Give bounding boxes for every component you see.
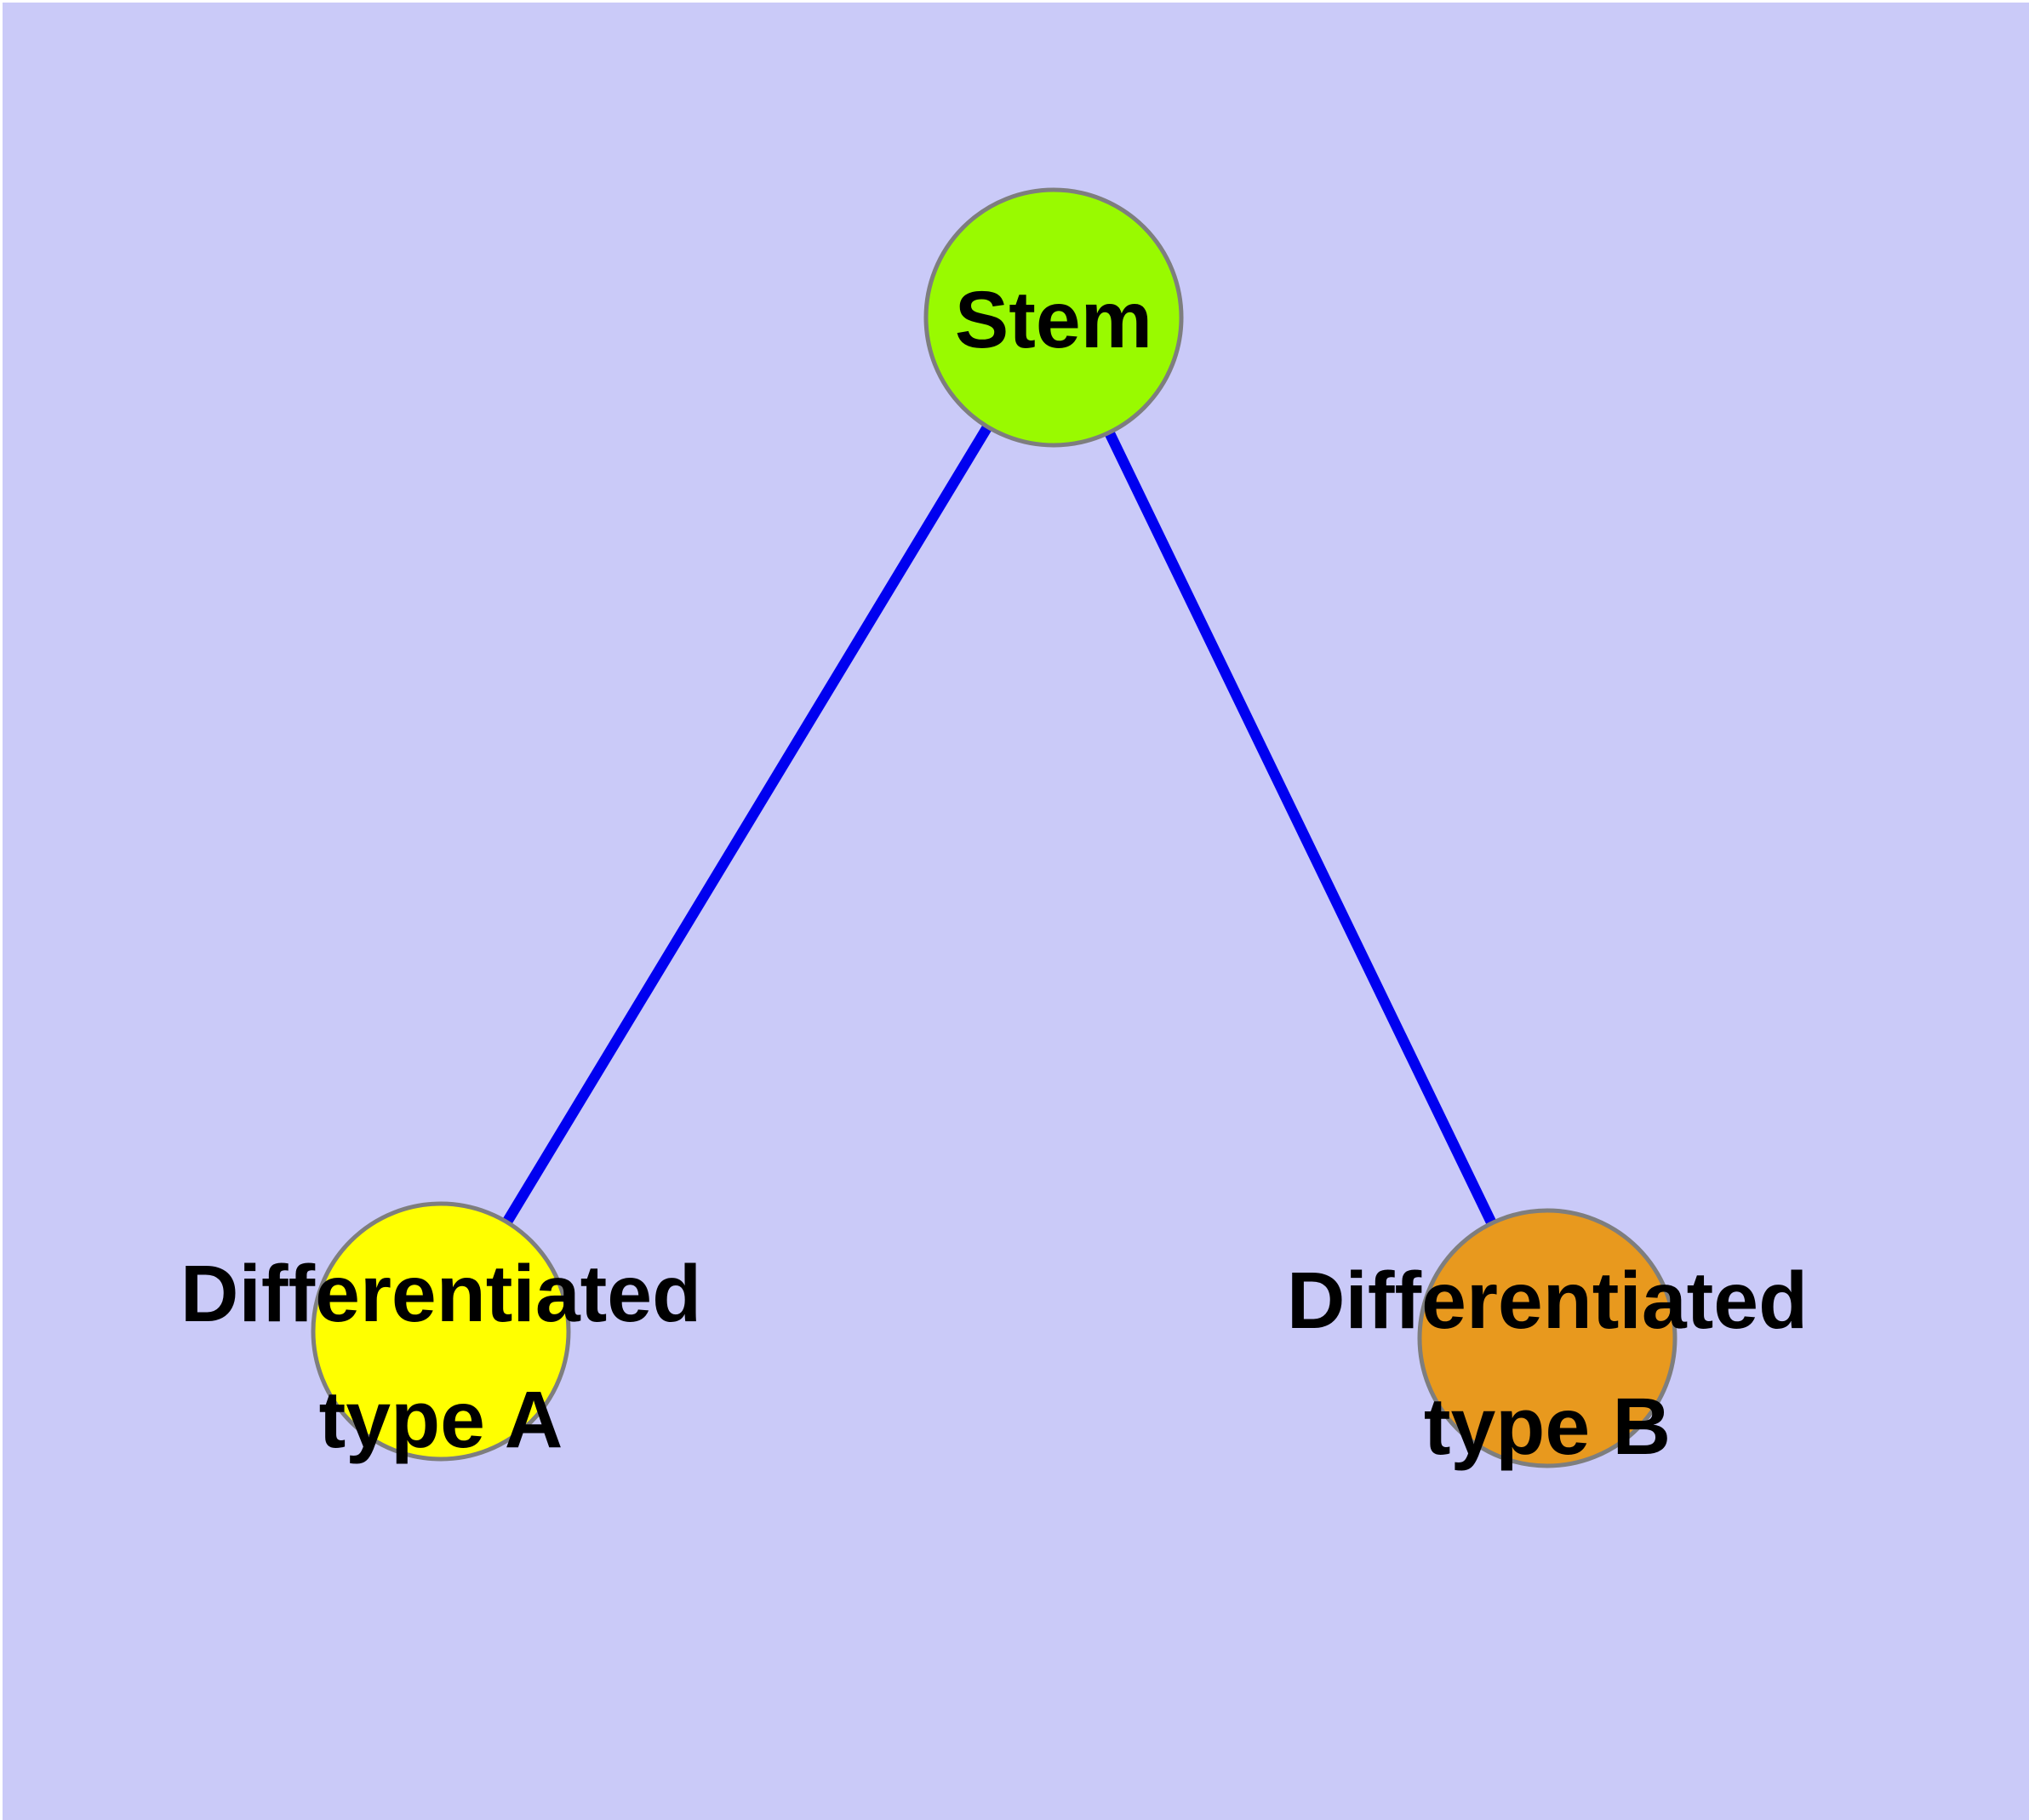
node-type-b-label-line2: type B — [1424, 1382, 1671, 1472]
node-stem[interactable]: Stem — [923, 187, 1184, 448]
edge-stem-to-type-b — [1049, 315, 1552, 1341]
edge-stem-to-type-a — [436, 314, 1059, 1335]
node-type-a-circle[interactable] — [311, 1201, 571, 1462]
node-type-a-label-line2: type A — [319, 1375, 563, 1465]
node-differentiated-type-b[interactable]: Differentiated type B — [1287, 1208, 1808, 1472]
node-stem-label: Stem — [955, 275, 1152, 365]
node-differentiated-type-a[interactable]: Differentiated type A — [180, 1201, 701, 1465]
node-type-a-label-line1: Differentiated — [180, 1249, 701, 1339]
node-stem-circle[interactable] — [923, 187, 1184, 448]
node-type-b-circle[interactable] — [1417, 1208, 1677, 1468]
node-type-b-label-line1: Differentiated — [1287, 1256, 1808, 1346]
